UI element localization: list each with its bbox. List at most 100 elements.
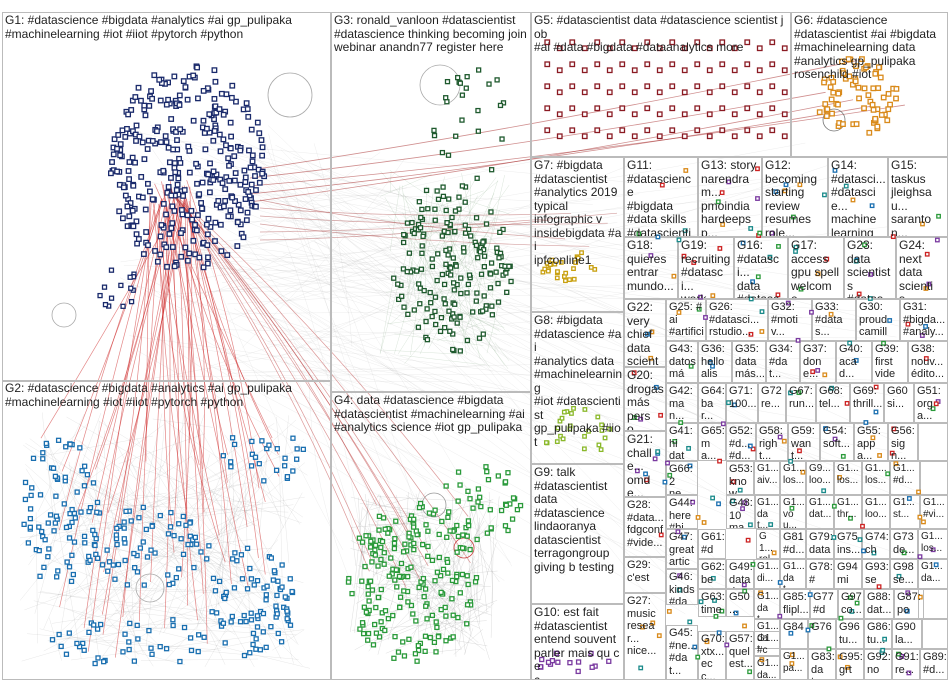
graph-edge xyxy=(350,540,454,595)
group-g30-panel-label: G30: proud camille... xyxy=(859,301,888,340)
graph-edge xyxy=(427,515,496,598)
graph-node xyxy=(872,70,879,77)
graph-node xyxy=(378,556,384,563)
tiny-group-cell: G1... los... xyxy=(834,461,862,495)
graph-node xyxy=(168,175,174,181)
graph-node xyxy=(138,174,145,180)
graph-node xyxy=(180,551,187,558)
graph-node xyxy=(434,188,440,194)
graph-node xyxy=(164,263,170,270)
graph-node xyxy=(870,106,877,113)
graph-node xyxy=(63,444,69,450)
graph-edge xyxy=(355,565,481,633)
graph-edge xyxy=(207,329,877,339)
graph-node xyxy=(39,528,45,535)
graph-node xyxy=(415,324,422,330)
graph-node xyxy=(184,96,191,103)
graph-node xyxy=(848,515,853,521)
graph-node xyxy=(877,453,882,458)
graph-node xyxy=(62,474,68,480)
graph-node xyxy=(130,182,137,189)
graph-node xyxy=(656,111,663,118)
graph-edge xyxy=(151,197,220,536)
graph-node xyxy=(861,105,867,112)
group-g60-panel: G60 si... xyxy=(884,383,914,423)
graph-node xyxy=(871,550,877,556)
graph-node xyxy=(547,262,553,267)
graph-node xyxy=(133,218,140,225)
graph-node xyxy=(180,193,186,199)
graph-edge xyxy=(473,562,481,625)
graph-node xyxy=(669,127,676,134)
graph-node xyxy=(204,242,211,249)
graph-node xyxy=(455,614,461,621)
graph-node xyxy=(437,573,444,579)
graph-node xyxy=(450,634,456,640)
graph-node xyxy=(488,209,494,215)
graph-node xyxy=(408,602,415,609)
graph-node xyxy=(669,105,676,112)
graph-edge xyxy=(19,457,137,601)
graph-node xyxy=(199,179,206,186)
graph-node xyxy=(706,111,713,118)
graph-node xyxy=(893,95,899,102)
graph-node xyxy=(731,45,738,52)
group-g16-panel-label: G16: #datasci... data #datasci... xyxy=(737,238,780,299)
graph-node xyxy=(126,639,132,645)
group-g76-panel-label: G76 xyxy=(811,621,832,633)
graph-node xyxy=(744,127,751,134)
graph-node xyxy=(832,167,838,173)
graph-node xyxy=(188,647,195,654)
graph-node xyxy=(465,518,472,524)
graph-edge xyxy=(405,494,487,554)
graph-node xyxy=(464,290,470,296)
graph-node xyxy=(234,243,241,249)
graph-node xyxy=(830,78,837,85)
graph-node xyxy=(45,553,51,560)
graph-node xyxy=(781,45,788,52)
graph-node xyxy=(846,73,853,80)
graph-node xyxy=(213,171,220,178)
group-g10-panel-label: G10: est fait #datascientist entend souv… xyxy=(534,605,620,680)
graph-node xyxy=(824,106,831,113)
graph-node xyxy=(457,314,463,320)
graph-node xyxy=(555,425,561,431)
graph-node xyxy=(152,248,158,254)
graph-node xyxy=(797,182,803,188)
graph-edge xyxy=(283,356,354,533)
graph-node xyxy=(850,197,856,203)
graph-edge xyxy=(49,519,259,599)
graph-edge xyxy=(197,454,211,501)
graph-node xyxy=(467,546,473,553)
graph-node xyxy=(158,222,165,228)
graph-node xyxy=(274,446,280,452)
graph-edge xyxy=(450,555,476,617)
graph-node xyxy=(656,633,662,639)
group-g53-panel: G53: know gis... xyxy=(726,461,754,495)
graph-edge xyxy=(252,322,550,421)
graph-node xyxy=(124,582,131,588)
graph-node xyxy=(400,239,407,246)
graph-node xyxy=(793,249,798,254)
graph-node xyxy=(694,39,701,46)
graph-node xyxy=(755,274,761,280)
graph-node xyxy=(248,463,255,469)
graph-edge xyxy=(432,595,492,616)
graph-node xyxy=(416,199,422,205)
group-g6-panel: G6: #datascience #datascientist #ai #big… xyxy=(791,12,948,157)
graph-node xyxy=(405,573,411,580)
graph-node xyxy=(755,166,760,172)
graph-node xyxy=(165,144,172,151)
graph-edge xyxy=(79,516,242,619)
graph-node xyxy=(450,331,456,337)
graph-node xyxy=(467,496,473,502)
group-g97-panel: G97 co... xyxy=(838,589,864,619)
graph-edge xyxy=(158,203,187,510)
graph-node xyxy=(783,182,789,188)
graph-node xyxy=(396,296,402,303)
graph-edge xyxy=(136,438,267,654)
group-g79-panel: G79: data xyxy=(806,529,834,559)
graph-node xyxy=(853,258,859,264)
graph-node xyxy=(662,479,668,485)
group-g88-panel: G88: dat... xyxy=(864,589,894,619)
